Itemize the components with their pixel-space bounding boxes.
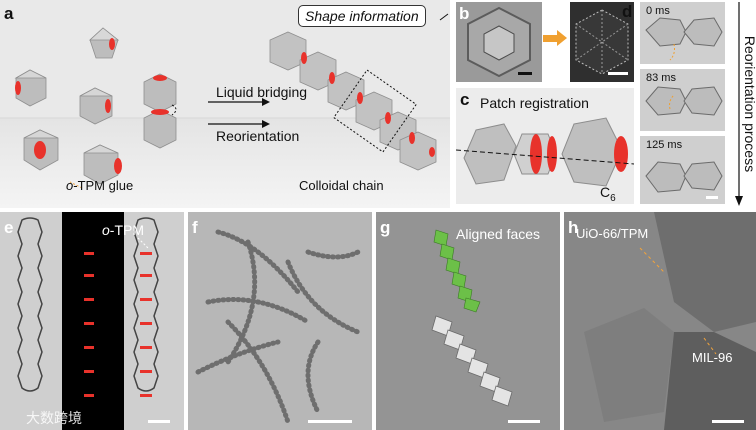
- panel-g-scalebar: [508, 420, 540, 423]
- panel-b: [456, 2, 542, 82]
- tpm-prefix: o: [102, 222, 110, 238]
- panel-e-chains: [17, 217, 159, 397]
- panel-h-sem-image: [584, 212, 756, 430]
- c6-axis-label: C6: [600, 184, 616, 204]
- c6-axis-main: C: [600, 184, 611, 200]
- panel-b-arrow: [543, 30, 567, 46]
- panel-b-hexagon-image: [467, 6, 531, 78]
- panel-f-label: f: [192, 218, 198, 237]
- panel-h-scalebar: [712, 420, 744, 423]
- panel-e: e o-TPM 大数跨境: [0, 212, 184, 430]
- aligned-faces-label: Aligned faces: [456, 226, 541, 242]
- panel-b-label: b: [459, 4, 470, 23]
- glue-suffix: -TPM glue: [73, 178, 134, 193]
- tpm-suffix: -TPM: [109, 222, 145, 238]
- c6-axis-sub: 6: [610, 192, 616, 204]
- panel-a: a Shape information Liquid bridging Reor…: [0, 0, 450, 208]
- reorientation-text: Reorientation: [216, 128, 300, 144]
- panel-g-sem-image: [431, 229, 513, 407]
- panel-g: g Aligned faces: [376, 212, 560, 430]
- panel-f-sem-image: [195, 229, 361, 425]
- panel-c-illustration: [456, 117, 634, 187]
- shape-information-box: Shape information: [298, 5, 426, 27]
- panel-f-scalebar: [308, 420, 352, 423]
- panel-d-frame-2-image: [645, 86, 723, 116]
- panel-h: h UiO-66/TPM MIL-96: [564, 212, 756, 430]
- panel-b-image-2: [570, 2, 634, 82]
- panel-e-scalebar: [148, 420, 170, 423]
- watermark-text: 大数跨境: [26, 410, 82, 426]
- patch-marks: [15, 38, 169, 174]
- panel-d-frame-3: 125 ms: [640, 136, 725, 204]
- panel-a-illustration: [0, 13, 450, 208]
- frame-3-time: 125 ms: [646, 139, 683, 151]
- frame-2-time: 83 ms: [646, 72, 676, 84]
- panel-a-label: a: [4, 4, 14, 23]
- free-octahedron: [14, 27, 177, 185]
- panel-d-frame-3-image: [645, 161, 723, 193]
- panel-c: c Patch registration C6: [456, 88, 634, 204]
- panel-g-label: g: [380, 218, 391, 237]
- panel-f: f: [188, 212, 372, 430]
- uio-label: UiO-66/TPM: [576, 226, 649, 241]
- panel-e-label: e: [4, 218, 14, 237]
- panel-d-frame-1-image: [645, 17, 723, 61]
- frame-1-time: 0 ms: [646, 5, 670, 17]
- panel-c-label: c: [460, 90, 470, 109]
- panel-b-hexagon-image-2: [575, 9, 629, 75]
- panel-d-frame-2: 83 ms: [640, 69, 725, 131]
- colloidal-chain-text: Colloidal chain: [299, 178, 384, 193]
- reorientation-process-label: Reorientation process: [742, 35, 756, 173]
- glue-prefix: o: [66, 178, 74, 193]
- liquid-bridging-text: Liquid bridging: [216, 84, 308, 100]
- panel-h-label: h: [568, 218, 579, 237]
- panel-b-scalebar-1: [518, 72, 532, 75]
- tpm-label: o-TPM: [102, 222, 144, 238]
- panel-e-red-channel: [62, 212, 124, 430]
- panel-d-scalebar: [706, 196, 718, 199]
- mil-label: MIL-96: [692, 350, 733, 365]
- process-arrow: [735, 2, 743, 206]
- shape-information-text: Shape information: [305, 8, 419, 24]
- panel-d-label: d: [622, 2, 633, 21]
- patch-registration-title: Patch registration: [480, 95, 589, 111]
- panel-d-frame-1: 0 ms: [640, 2, 725, 64]
- panel-b-scalebar-2: [608, 72, 628, 75]
- glue-label: o-TPM glue: [66, 178, 133, 193]
